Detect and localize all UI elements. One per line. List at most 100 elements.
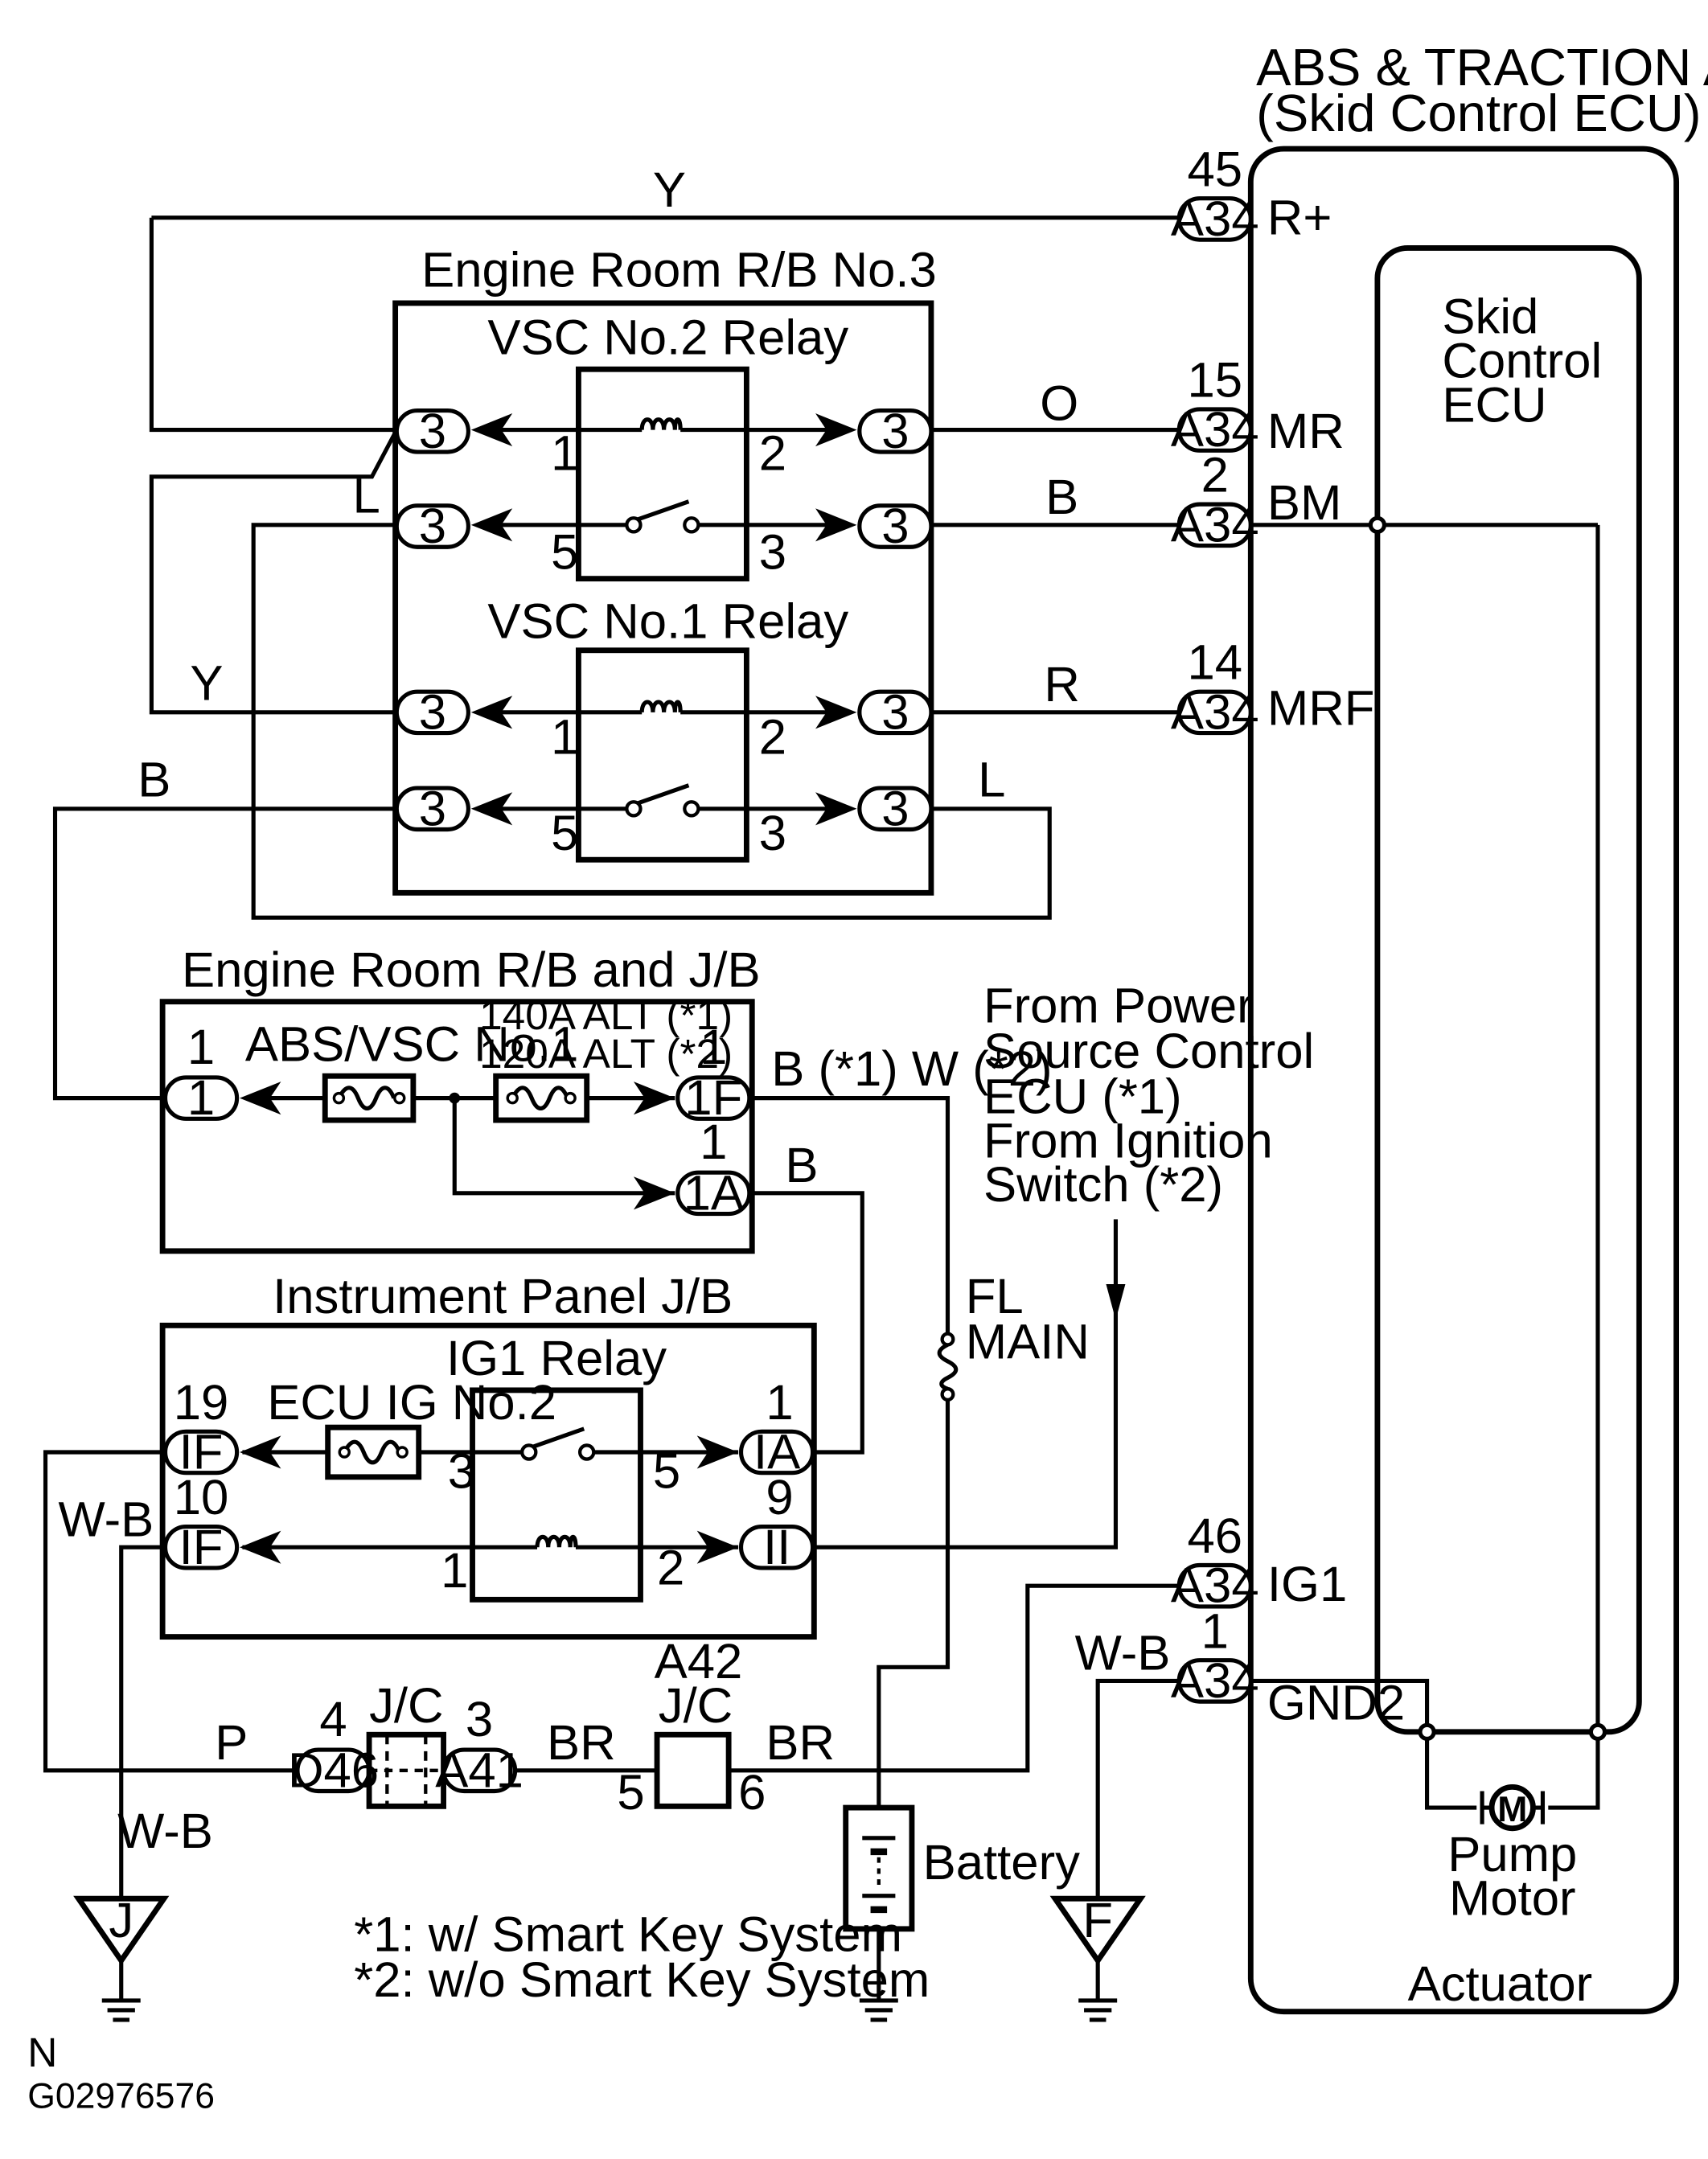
wire-label: W-B	[1075, 1626, 1171, 1681]
connector-label: 1F	[684, 1070, 742, 1126]
actuator: ABS & TRACTION Actuator (Skid Control EC…	[1247, 38, 1708, 2015]
alt-label-2: 120A ALT (*2)	[479, 1030, 733, 1077]
engine-room-rb3: Engine Room R/B No.3 VSC No.2 Relay 1 2 …	[392, 242, 937, 896]
ecu-label-3: ECU	[1442, 377, 1546, 433]
connector-arrow	[633, 1176, 675, 1210]
connector-label: A34	[1171, 402, 1259, 458]
wire-label: B	[138, 752, 170, 807]
ground-icon	[1078, 1998, 1118, 2022]
wire-label: BR	[547, 1715, 616, 1771]
connector-arrows	[470, 413, 857, 826]
terminal-name: BM	[1267, 475, 1341, 531]
arrow-down-icon	[1106, 1283, 1126, 1320]
ig1-relay-title: IG1 Relay	[446, 1331, 667, 1386]
jc-a42-box	[654, 1731, 732, 1809]
wire-fl-to-battery	[877, 1398, 950, 1808]
ecu-label-2: Control	[1442, 333, 1602, 388]
figure-id: G02976576	[27, 2077, 215, 2116]
pump-motor: M Pump Motor	[1447, 1783, 1577, 1927]
wire-b-left	[52, 807, 397, 1101]
ig1-relay-box	[470, 1387, 643, 1603]
terminal-mrf: A34 14 MRF	[1171, 635, 1374, 741]
connector-label: A41	[435, 1742, 523, 1798]
connector-label: IF	[179, 1520, 224, 1575]
relay-pin: 5	[551, 806, 578, 861]
terminal-rplus: A34 45 R+	[1171, 142, 1332, 247]
relay-pin: 2	[759, 425, 786, 481]
power-line-3: ECU (*1)	[983, 1069, 1182, 1124]
pin-number: 2	[1201, 448, 1229, 503]
pin-number: 15	[1187, 352, 1242, 408]
fl-label-1: FL	[966, 1269, 1024, 1324]
footer-code: N	[27, 2029, 57, 2075]
rb3-title: Engine Room R/B No.3	[421, 242, 937, 298]
instrument-panel-jb: Instrument Panel J/B IG1 Relay ECU IG No…	[159, 1269, 817, 1640]
terminal-mr: A34 15 MR	[1171, 352, 1345, 458]
wire-labels: Y L Y B O B R L B (*1) W (*2) B W-B W-B …	[59, 162, 1171, 1859]
junction-dot	[1588, 1722, 1607, 1741]
pump-label-1: Pump	[1447, 1827, 1577, 1882]
notes: *1: w/ Smart Key System *2: w/o Smart Ke…	[354, 1907, 930, 2008]
pin-number: 1	[766, 1375, 793, 1430]
ipjb-box	[159, 1322, 817, 1640]
wire-wb-j	[119, 1545, 166, 1899]
connector-label: A34	[1171, 1558, 1259, 1614]
connector-arrow	[240, 1082, 281, 1115]
pin-number: 3	[466, 1692, 493, 1747]
fl-main-fuse: FL MAIN	[937, 1269, 1090, 1402]
note-2: *2: w/o Smart Key System	[354, 1952, 930, 2008]
switch-contact	[625, 800, 643, 818]
connector-label: D46	[288, 1742, 379, 1798]
wire-label: O	[1040, 376, 1078, 432]
connector-label: A34	[1171, 497, 1259, 552]
pump-label-2: Motor	[1449, 1871, 1576, 1927]
jc-label: J/C	[369, 1678, 443, 1734]
connector-label: A34	[1171, 684, 1259, 740]
connector-arrow	[240, 1435, 281, 1469]
wire-label: B	[785, 1138, 818, 1193]
actuator-box	[1247, 146, 1680, 2015]
junction-dot	[1368, 515, 1387, 534]
wire-label: W-B	[59, 1492, 154, 1548]
ground-j: J	[73, 1893, 170, 2022]
relay2-box	[575, 366, 749, 582]
connector-label: 3	[881, 781, 909, 836]
terminal-name: GND2	[1267, 1675, 1405, 1730]
connector-label: 1A	[684, 1165, 744, 1221]
rbjb-title: Engine Room R/B and J/B	[182, 942, 761, 998]
connector-label: 3	[419, 499, 446, 554]
relay-pin: 5	[551, 525, 578, 581]
connector-label: A34	[1171, 191, 1259, 247]
note-1: *1: w/ Smart Key System	[354, 1907, 902, 1962]
ipjb-title: Instrument Panel J/B	[273, 1269, 733, 1324]
footer: N G02976576	[27, 2029, 215, 2116]
connector-label: A34	[1171, 1653, 1259, 1709]
motor-symbol: M	[1497, 1790, 1527, 1829]
wire-label: P	[215, 1715, 248, 1771]
switch-contact	[683, 800, 700, 818]
ground-point-icon	[1049, 1895, 1146, 1966]
connector-label: 3	[881, 499, 909, 554]
wire-label: W-B	[117, 1804, 213, 1859]
engine-room-rb-jb: Engine Room R/B and J/B ABS/VSC No.1 140…	[159, 942, 761, 1254]
connector-label: IF	[179, 1425, 224, 1480]
ecu-ig-fuse-label: ECU IG No.2	[267, 1375, 556, 1430]
power-line-2: Source Control	[983, 1024, 1314, 1079]
wire-label: Y	[190, 655, 223, 711]
wire-gnd2-internal	[1250, 1678, 1477, 1810]
wire-p	[43, 1450, 298, 1773]
wire-wb-f	[1095, 1678, 1185, 1899]
pin-number: 45	[1187, 142, 1242, 197]
coil-icon	[535, 1534, 578, 1548]
terminal-gnd2: A34 1 GND2	[1171, 1603, 1405, 1730]
wire-motor-pos	[1548, 524, 1600, 1810]
connector-label: II	[763, 1520, 790, 1575]
connector-label: 3	[419, 781, 446, 836]
ground-label: F	[1082, 1893, 1113, 1948]
fuse-abs-vsc-icon	[322, 1073, 417, 1123]
terminal-name: IG1	[1267, 1557, 1347, 1612]
terminal-name: R+	[1267, 190, 1332, 245]
switch-contact	[625, 516, 643, 534]
relay-pin: 1	[441, 1543, 468, 1599]
jc-a42-top: A42	[655, 1634, 743, 1689]
